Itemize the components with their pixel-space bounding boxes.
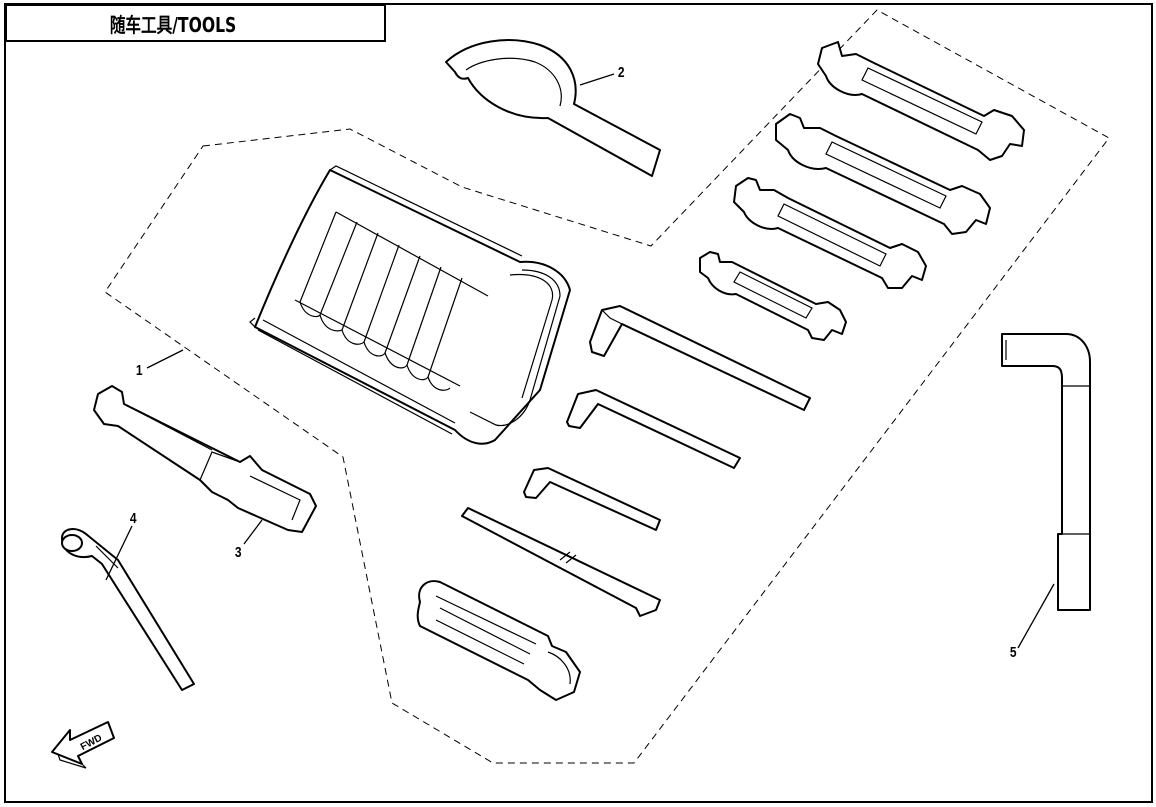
leader-4 (105, 525, 133, 581)
callout-2: 2 (617, 64, 625, 81)
screwdriver-handle (416, 580, 581, 701)
hex-key-small (523, 467, 661, 531)
page-title: 随车工具/TOOLS (110, 12, 237, 37)
callout-3: 3 (234, 544, 242, 561)
spark-plug-wrench (93, 385, 317, 533)
kit-boundary (104, 9, 1110, 764)
fwd-arrow-icon: FWD (51, 721, 115, 769)
hook-spanner (445, 39, 661, 177)
l-socket-wrench (1001, 333, 1091, 611)
callout-4: 4 (129, 510, 137, 527)
open-end-wrench-1 (817, 41, 1025, 161)
leader-3 (243, 519, 263, 545)
screwdriver-bit (461, 507, 661, 617)
open-end-wrench-3 (733, 177, 927, 289)
leader-1 (146, 349, 184, 369)
callout-1: 1 (135, 362, 143, 379)
open-end-wrench-4 (699, 251, 847, 341)
tool-roll-bag (249, 165, 571, 445)
leader-5 (1017, 583, 1055, 649)
open-end-wrench-2 (775, 113, 991, 235)
leader-2 (579, 73, 615, 86)
callout-5: 5 (1009, 644, 1017, 661)
drawing-frame (4, 3, 1153, 803)
hex-key-large (589, 305, 811, 411)
hex-key-medium (566, 389, 741, 469)
tommy-bar (61, 528, 195, 691)
